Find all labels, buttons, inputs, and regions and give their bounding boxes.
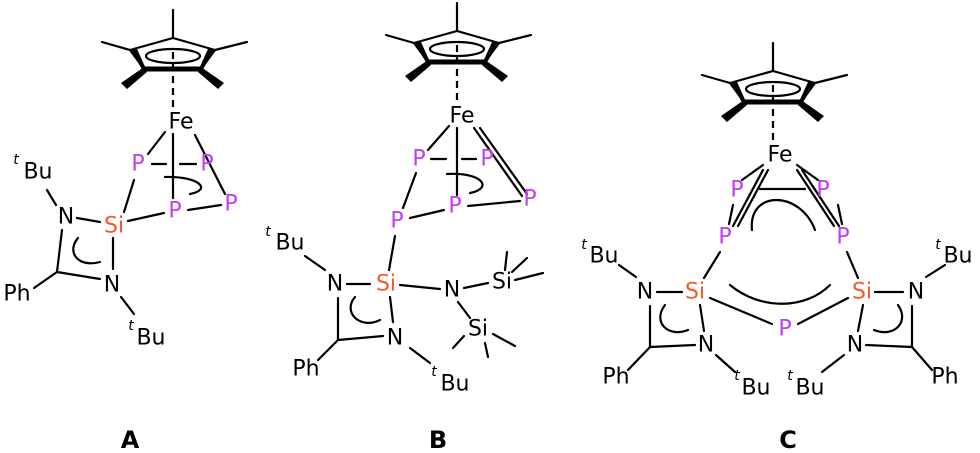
atom-p: P bbox=[523, 187, 536, 212]
atom-p: P bbox=[480, 147, 493, 172]
atom-si: Si bbox=[852, 280, 872, 305]
tbu-label: Bu bbox=[589, 244, 618, 269]
atom-p: P bbox=[778, 317, 791, 342]
tbu-prefix: t bbox=[787, 368, 793, 384]
phenyl-label: Ph bbox=[931, 365, 958, 390]
atom-n: N bbox=[387, 326, 403, 351]
atom-si-tms: Si bbox=[492, 270, 512, 295]
structure-label-a: A bbox=[121, 426, 140, 453]
tbu-prefix: t bbox=[734, 368, 740, 384]
tbu-label: Bu bbox=[795, 376, 824, 401]
atom-p: P bbox=[816, 178, 829, 203]
phenyl-label: Ph bbox=[292, 357, 319, 382]
atom-si: Si bbox=[685, 280, 705, 305]
tbu-prefix: t bbox=[935, 237, 941, 253]
atom-n: N bbox=[58, 205, 74, 230]
atom-p: P bbox=[836, 225, 849, 250]
atom-fe: Fe bbox=[450, 104, 475, 129]
cp-star-ligand bbox=[102, 10, 247, 89]
tbu-label: Bu bbox=[440, 372, 469, 397]
structure-a: Fe P P P P Si N N Ph t Bu t Bu A bbox=[3, 10, 247, 453]
tbu-label: Bu bbox=[23, 160, 52, 185]
atom-n: N bbox=[908, 280, 924, 305]
atom-si-tms: Si bbox=[468, 317, 488, 342]
atom-p: P bbox=[224, 192, 237, 217]
atom-n: N bbox=[327, 272, 343, 297]
structure-b: Fe P P P P P Si N N N Si Si Ph t Bu t Bu… bbox=[265, 3, 545, 453]
atom-p: P bbox=[718, 225, 731, 250]
phenyl-label: Ph bbox=[602, 365, 629, 390]
structure-label-c: C bbox=[779, 426, 797, 453]
tbu-label: Bu bbox=[275, 231, 304, 256]
tbu-label: Bu bbox=[136, 326, 165, 351]
tbu-prefix: t bbox=[128, 318, 134, 334]
cp-star-ligand bbox=[702, 43, 847, 122]
tbu-prefix: t bbox=[265, 224, 271, 240]
tbu-label: Bu bbox=[943, 244, 972, 269]
atom-fe: Fe bbox=[169, 110, 194, 135]
atom-n: N bbox=[444, 278, 460, 303]
tbu-prefix: t bbox=[581, 237, 587, 253]
structure-c: Fe P P P P P Si Si N N N N Ph Ph t Bu t … bbox=[581, 43, 973, 453]
structure-label-b: B bbox=[429, 426, 447, 453]
cp-star-ligand bbox=[386, 3, 531, 82]
tbu-prefix: t bbox=[431, 364, 437, 380]
atom-fe: Fe bbox=[768, 143, 793, 168]
atom-p: P bbox=[730, 178, 743, 203]
atom-n: N bbox=[104, 273, 120, 298]
atom-p: P bbox=[412, 147, 425, 172]
tbu-prefix: t bbox=[13, 152, 19, 168]
atom-n: N bbox=[637, 280, 653, 305]
atom-p: P bbox=[448, 194, 461, 219]
atom-n: N bbox=[698, 333, 714, 358]
atom-p: P bbox=[200, 152, 213, 177]
tbu-label: Bu bbox=[741, 376, 770, 401]
atom-p: P bbox=[390, 209, 403, 234]
atom-n: N bbox=[847, 333, 863, 358]
atom-p: P bbox=[168, 199, 181, 224]
atom-p: P bbox=[131, 152, 144, 177]
phenyl-label: Ph bbox=[3, 282, 30, 307]
atom-si: Si bbox=[104, 214, 124, 239]
atom-si: Si bbox=[376, 272, 396, 297]
